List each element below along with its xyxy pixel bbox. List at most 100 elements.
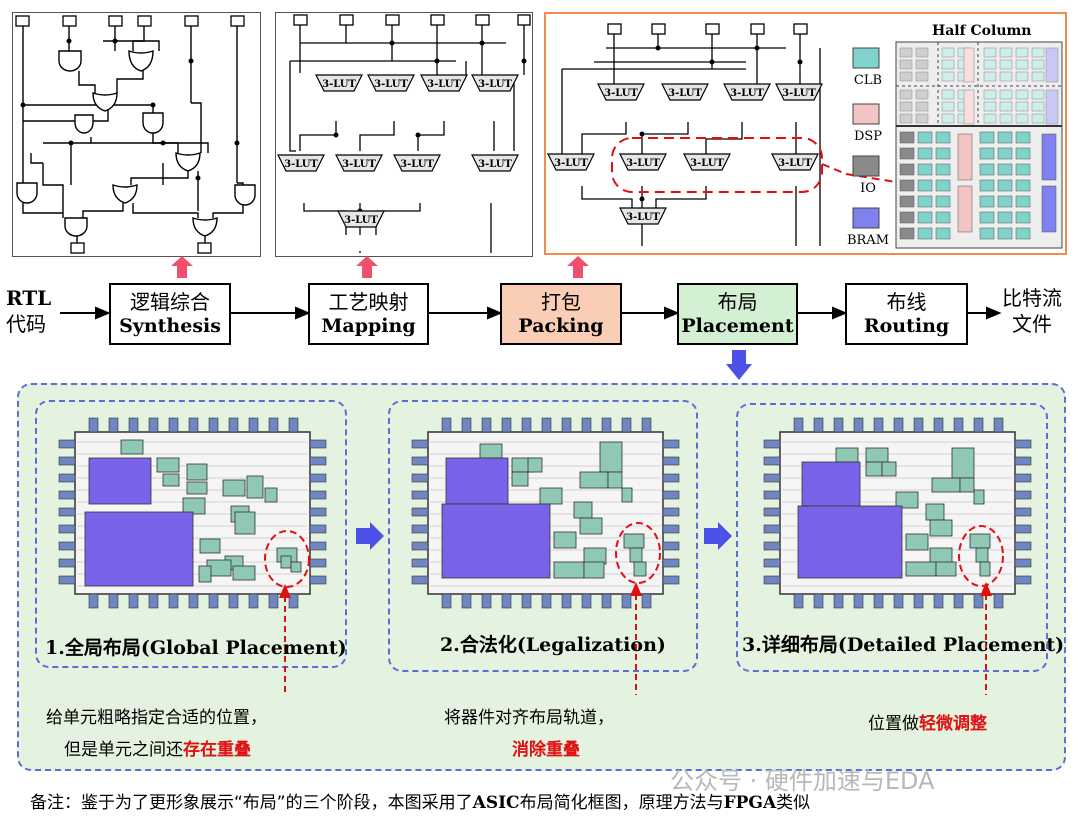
mapping-en: Mapping [321, 315, 416, 337]
legal-desc-line1: 将器件对齐布局轨道， [444, 708, 614, 728]
detailed-description: 位置做轻微调整 [868, 708, 987, 740]
lut-9: 3-LUT [337, 210, 385, 228]
lut-label: 3-LUT [478, 79, 512, 90]
packed-lut-2: 3-LUT [661, 83, 709, 101]
packed-lut-7: 3-LUT [683, 153, 731, 171]
watermark: 公众号 · 硬件加速与EDA [670, 767, 935, 795]
legal-description: 将器件对齐布局轨道， 消除重叠 [444, 702, 614, 766]
packing-step[interactable]: 打包 Packing [500, 283, 622, 345]
lut-label: 3-LUT [668, 88, 702, 99]
lut-label: 3-LUT [344, 215, 378, 226]
global-desc-line1: 给单元粗略指定合适的位置， [46, 708, 267, 728]
legal-desc-line2: 消除重叠 [512, 740, 580, 760]
lut-label: 3-LUT [782, 88, 816, 99]
packed-lut-6: 3-LUT [619, 153, 667, 171]
legalization-frame [388, 400, 698, 672]
detailed-desc-red: 轻微调整 [919, 714, 987, 734]
up-arrow-2 [356, 256, 378, 278]
lut-8: 3-LUT [471, 154, 519, 172]
stage-arrow-2 [704, 522, 732, 550]
legalization-chip [411, 417, 680, 609]
lut-label: 3-LUT [427, 79, 461, 90]
global-placement-title: 1.全局布局(Global Placement) [45, 637, 347, 659]
packed-lut-4: 3-LUT [775, 83, 823, 101]
routing-zh: 布线 [886, 290, 927, 314]
gate-netlist-diagram [15, 15, 256, 254]
up-arrow-3 [567, 256, 589, 278]
lut-label: 3-LUT [626, 212, 660, 223]
lut-label: 3-LUT [778, 158, 812, 169]
placement-zh: 布局 [717, 290, 758, 314]
lut-label: 3-LUT [400, 159, 434, 170]
packing-zh: 打包 [541, 290, 581, 314]
packing-panel: 3-LUT 3-LUT 3-LUT 3-LUT 3-LUT 3-LUT 3-LUT 3-LUT… [544, 12, 1067, 255]
legend-io-label: IO [860, 181, 876, 196]
packed-lut-9: 3-LUT [619, 207, 667, 225]
detailed-overlap-circle [958, 525, 1004, 587]
lut-label: 3-LUT [342, 159, 376, 170]
packing-en: Packing [518, 315, 604, 337]
packed-lut-8: 3-LUT [771, 153, 819, 171]
mapping-lut-panel: 3-LUT 3-LUT 3-LUT 3-LUT 3-LUT 3-LUT 3-LUT 3-LUT… [275, 12, 533, 257]
mapping-zh: 工艺映射 [328, 290, 409, 314]
synthesis-en: Synthesis [119, 315, 221, 337]
legend-bram-label: BRAM [847, 233, 889, 248]
synthesis-netlist-panel [12, 12, 261, 257]
lut-6: 3-LUT [335, 154, 383, 172]
lut-4: 3-LUT [471, 74, 519, 92]
note-asic: ASIC [472, 793, 520, 813]
footnote: 备注：鉴于为了更形象展示“布局”的三个阶段，本图采用了ASIC布局简化框图，原理… [30, 788, 810, 813]
stage-arrow-1 [356, 522, 384, 550]
note-fpga: FPGA [723, 793, 777, 813]
routing-step[interactable]: 布线 Routing [845, 283, 968, 345]
up-arrow-1 [171, 256, 193, 278]
lut-label: 3-LUT [322, 79, 356, 90]
lut-label: 3-LUT [478, 159, 512, 170]
bitstream-output-label: 比特流 文件 [1002, 285, 1078, 337]
lut-7: 3-LUT [393, 154, 441, 172]
packed-lut-5: 3-LUT [547, 153, 595, 171]
packing-diagram: 3-LUT 3-LUT 3-LUT 3-LUT 3-LUT 3-LUT 3-LUT 3-LUT… [547, 23, 1063, 249]
lut-label: 3-LUT [730, 88, 764, 99]
legalization-title: 2.合法化(Legalization) [440, 634, 666, 656]
lut-label: 3-LUT [626, 158, 660, 169]
lut-1: 3-LUT [315, 74, 363, 92]
legend-clb-label: CLB [854, 73, 882, 88]
detailed-desc-normal: 位置做 [868, 714, 919, 734]
half-column-label: Half Column [932, 23, 1031, 39]
detailed-placement-chip [763, 417, 1032, 609]
lut-2: 3-LUT [367, 74, 415, 92]
global-desc-red: 存在重叠 [183, 740, 251, 760]
placement-en: Placement [681, 315, 794, 337]
rtl-input-label: RTL 代码 [6, 285, 62, 337]
rtl-code-text: 代码 [6, 312, 46, 336]
global-desc-normal: 但是单元之间还 [64, 740, 183, 760]
packed-lut-3: 3-LUT [723, 83, 771, 101]
flow-arrows [60, 306, 1002, 320]
lut-label: 3-LUT [604, 88, 638, 99]
global-placement-frame [35, 400, 347, 668]
global-placement-chip [58, 417, 327, 609]
detailed-placement-title: 3.详细布局(Detailed Placement) [742, 634, 1065, 656]
lut-label: 3-LUT [284, 159, 318, 170]
bitstream-line2: 文件 [1012, 312, 1052, 336]
mapping-step[interactable]: 工艺映射 Mapping [308, 283, 429, 345]
red-pointers [279, 582, 992, 695]
synthesis-zh: 逻辑综合 [130, 290, 210, 314]
placement-down-arrow [726, 350, 752, 380]
synthesis-step[interactable]: 逻辑综合 Synthesis [109, 283, 231, 345]
lut-label: 3-LUT [554, 158, 588, 169]
rtl-text: RTL [6, 286, 52, 310]
note-part2: 布局简化框图，原理方法与 [519, 793, 724, 813]
legal-overlap-circle [615, 522, 661, 584]
global-description: 给单元粗略指定合适的位置， 但是单元之间还存在重叠 [46, 702, 267, 766]
placement-step[interactable]: 布局 Placement [677, 283, 798, 345]
lut-3: 3-LUT [420, 74, 468, 92]
lut-5: 3-LUT [277, 154, 325, 172]
global-desc-line2: 但是单元之间还存在重叠 [46, 734, 267, 766]
note-part3: 类似 [776, 793, 811, 813]
legend-dsp-label: DSP [854, 129, 882, 144]
packed-lut-1: 3-LUT [597, 83, 645, 101]
lut-label: 3-LUT [690, 158, 724, 169]
detailed-placement-frame [736, 403, 1048, 672]
